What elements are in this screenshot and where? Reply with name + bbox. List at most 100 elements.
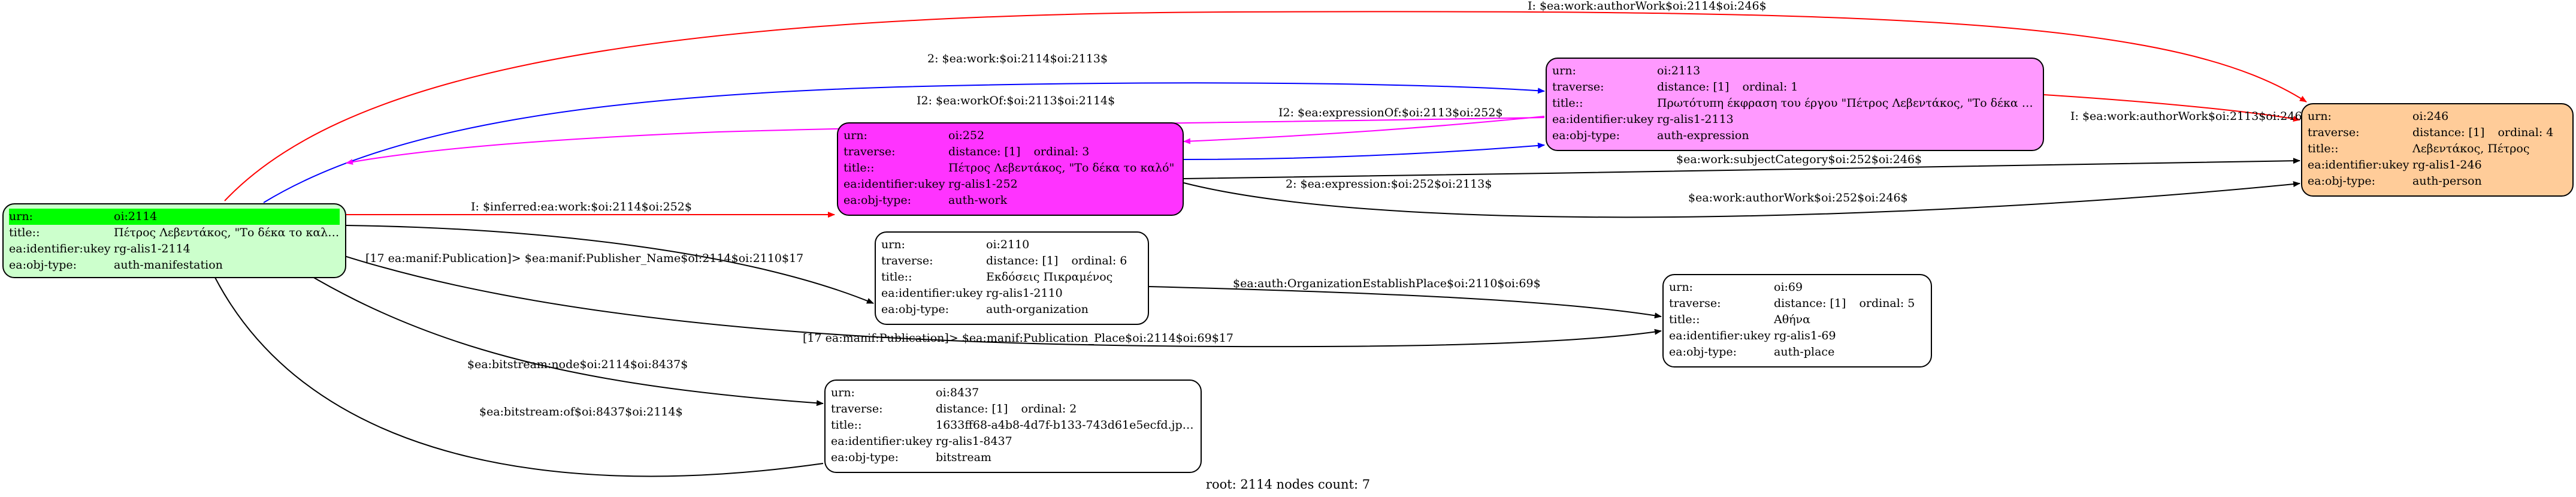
node-identifier-key: ea:identifier:ukey	[831, 435, 933, 448]
node-identifier-key: ea:identifier:ukey	[843, 177, 945, 191]
node-oi-2114[interactable]: urn: oi:2114 title::Πέτρος Λεβεντάκος, "Τ…	[2, 203, 346, 278]
node-title-value: Αθήνα	[1774, 313, 1810, 326]
node-identifier-key: ea:identifier:ukey	[1669, 329, 1771, 342]
edge-establishplace-2110-69	[1148, 286, 1662, 319]
node-distance-value: distance: [1]	[948, 145, 1021, 158]
node-identifier-value: rg-alis1-2113	[1657, 113, 1734, 126]
node-title-row: title::Πέτρος Λεβεντάκος, "Το δέκα το κα…	[843, 160, 1177, 176]
node-distance-value: distance: [1]	[936, 402, 1008, 415]
node-urn-value: oi:252	[948, 129, 985, 142]
node-traverse-row: traverse:distance: [1]ordinal: 5	[1669, 296, 1925, 312]
node-oi-2113[interactable]: urn:oi:2113 traverse:distance: [1]ordina…	[1546, 58, 2044, 151]
node-traverse-row: traverse:distance: [1]ordinal: 4	[2308, 125, 2567, 141]
node-urn-row: urn:oi:8437	[831, 385, 1195, 401]
node-urn-value: oi:2110	[986, 238, 1030, 251]
node-traverse-key: traverse:	[881, 254, 933, 267]
node-oi-246[interactable]: urn:oi:246 traverse:distance: [1]ordinal…	[2301, 103, 2574, 197]
node-oi-252[interactable]: urn: oi:252 traverse: distance: [1] ordinal…	[837, 122, 1184, 216]
node-urn-row: urn:oi:246	[2308, 109, 2567, 125]
node-distance-value: distance: [1]	[1774, 297, 1846, 310]
node-title-value: Εκδόσεις Πικραμένος	[986, 270, 1113, 284]
node-urn-row: urn: oi:69	[1669, 279, 1925, 296]
node-oi-2110[interactable]: urn: oi:2110 traverse: distance: [1] ordina…	[875, 231, 1149, 325]
edge-expression-252-2113	[1183, 142, 1545, 160]
edge-label-work-2114-2113: 2: $ea:work:$oi:2114$oi:2113$	[927, 52, 1108, 65]
node-objtype-row: ea:obj-type: auth-expression	[1552, 128, 2037, 144]
node-urn-key: urn:	[1669, 281, 1693, 294]
node-objtype-key: ea:obj-type:	[843, 194, 912, 207]
node-urn-value: oi:69	[1774, 281, 1803, 294]
edge-authorwork-2113-246	[2043, 94, 2300, 122]
node-distance-value: distance: [1]	[1657, 80, 1730, 94]
node-traverse-key: traverse:	[2308, 126, 2360, 139]
node-title-key: title::	[2308, 142, 2339, 155]
node-traverse-key: traverse:	[843, 145, 896, 158]
node-objtype-key: ea:obj-type:	[1669, 345, 1737, 359]
node-identifier-value: rg-alis1-69	[1774, 329, 1836, 342]
edge-label-inferred-work-2114-252: I: $inferred:ea:work:$oi:2114$oi:252$	[471, 200, 692, 213]
node-objtype-row: ea:obj-type:bitstream	[831, 450, 1195, 466]
node-objtype-row: ea:obj-type:auth-work	[843, 192, 1177, 209]
node-objtype-value: bitstream	[936, 451, 991, 464]
node-traverse-row: traverse: distance: [1] ordinal: 3	[843, 144, 1177, 160]
edge-subjectcategory-252-246	[1183, 158, 2300, 179]
node-identifier-value: rg-alis1-2114	[114, 242, 191, 255]
node-title-row: title::Πέτρος Λεβεντάκος, "Το δέκα το κα…	[9, 225, 340, 241]
node-distance-value: distance: [1]	[2412, 126, 2485, 139]
edge-authorwork-2114-246	[224, 11, 2307, 201]
node-title-key: title::	[1552, 97, 1583, 110]
node-urn-key: urn:	[9, 210, 33, 223]
node-distance-value: distance: [1]	[986, 254, 1059, 267]
node-title-key: title::	[9, 226, 40, 239]
edge-label-authorwork-2114-246: I: $ea:work:authorWork$oi:2114$oi:246$	[1528, 0, 1767, 13]
node-title-value: Πρωτότυπη έκφραση του έργου "Πέτρος Λεβε…	[1657, 97, 2037, 110]
edge-label-subjectcategory-252-246: $ea:work:subjectCategory$oi:252$oi:246$	[1676, 153, 1922, 166]
node-title-row: title::Αθήνα	[1669, 312, 1925, 328]
node-objtype-value: auth-expression	[1657, 129, 1749, 142]
node-title-value: Λεβεντάκος, Πέτρος	[2412, 142, 2530, 155]
node-ordinal-value: ordinal: 6	[1071, 254, 1127, 267]
edge-label-publicationplace-2114-69: [17 ea:manif:Publication]> $ea:manif:Pub…	[803, 332, 1233, 345]
node-oi-8437[interactable]: urn:oi:8437 traverse:distance: [1]ordina…	[824, 379, 1202, 473]
node-ordinal-value: ordinal: 3	[1033, 145, 1090, 158]
node-objtype-key: ea:obj-type:	[881, 303, 950, 316]
node-title-row: title::Εκδόσεις Πικραμένος	[881, 269, 1142, 285]
edge-label-publisher-2114-2110: [17 ea:manif:Publication]> $ea:manif:Pub…	[365, 252, 803, 265]
edge-bitstream-of-8437-2114	[196, 234, 824, 477]
edge-label-expression-252-2113: 2: $ea:expression:$oi:252$oi:2113$	[1286, 177, 1492, 191]
edge-expressionof-2113-252	[1183, 116, 1545, 144]
node-identifier-key: ea:identifier:ukey	[881, 287, 983, 300]
edge-publisher-2114-2110	[346, 225, 874, 304]
node-urn-row: urn: oi:252	[843, 128, 1177, 144]
node-urn-row: urn: oi:2114	[9, 209, 340, 225]
node-title-row: title::Πρωτότυπη έκφραση του έργου "Πέτρ…	[1552, 95, 2037, 112]
node-objtype-row: ea:obj-type:auth-manifestation	[9, 257, 340, 273]
node-urn-value: oi:2113	[1657, 64, 1701, 77]
node-objtype-row: ea:obj-type:auth-organization	[881, 302, 1142, 318]
node-title-key: title::	[881, 270, 912, 284]
graph-footer: root: 2114 nodes count: 7	[1205, 477, 1371, 492]
node-title-row: title::1633ff68-a4b8-4d7f-b133-743d61e5e…	[831, 417, 1195, 433]
node-urn-value: oi:8437	[936, 386, 979, 399]
node-urn-row: urn:oi:2113	[1552, 63, 2037, 79]
node-objtype-key: ea:obj-type:	[9, 258, 77, 272]
node-identifier-key: ea:identifier:ukey	[2308, 158, 2409, 171]
node-urn-key: urn:	[881, 238, 905, 251]
node-identifier-value: rg-alis1-246	[2412, 158, 2482, 171]
node-objtype-value: auth-place	[1774, 345, 1835, 359]
node-urn-key: urn:	[843, 129, 867, 142]
node-objtype-key: ea:obj-type:	[1552, 129, 1620, 142]
node-oi-69[interactable]: urn: oi:69 traverse:distance: [1]ordinal:…	[1662, 274, 1932, 368]
node-objtype-key: ea:obj-type:	[2308, 174, 2376, 188]
node-urn-value: oi:2114	[114, 210, 158, 223]
node-ordinal-value: ordinal: 1	[1742, 80, 1798, 94]
node-identifier-key: ea:identifier:ukey	[9, 242, 111, 255]
edge-label-bitstream-node-2114-8437: $ea:bitstream:node$oi:2114$oi:8437$	[467, 358, 688, 371]
